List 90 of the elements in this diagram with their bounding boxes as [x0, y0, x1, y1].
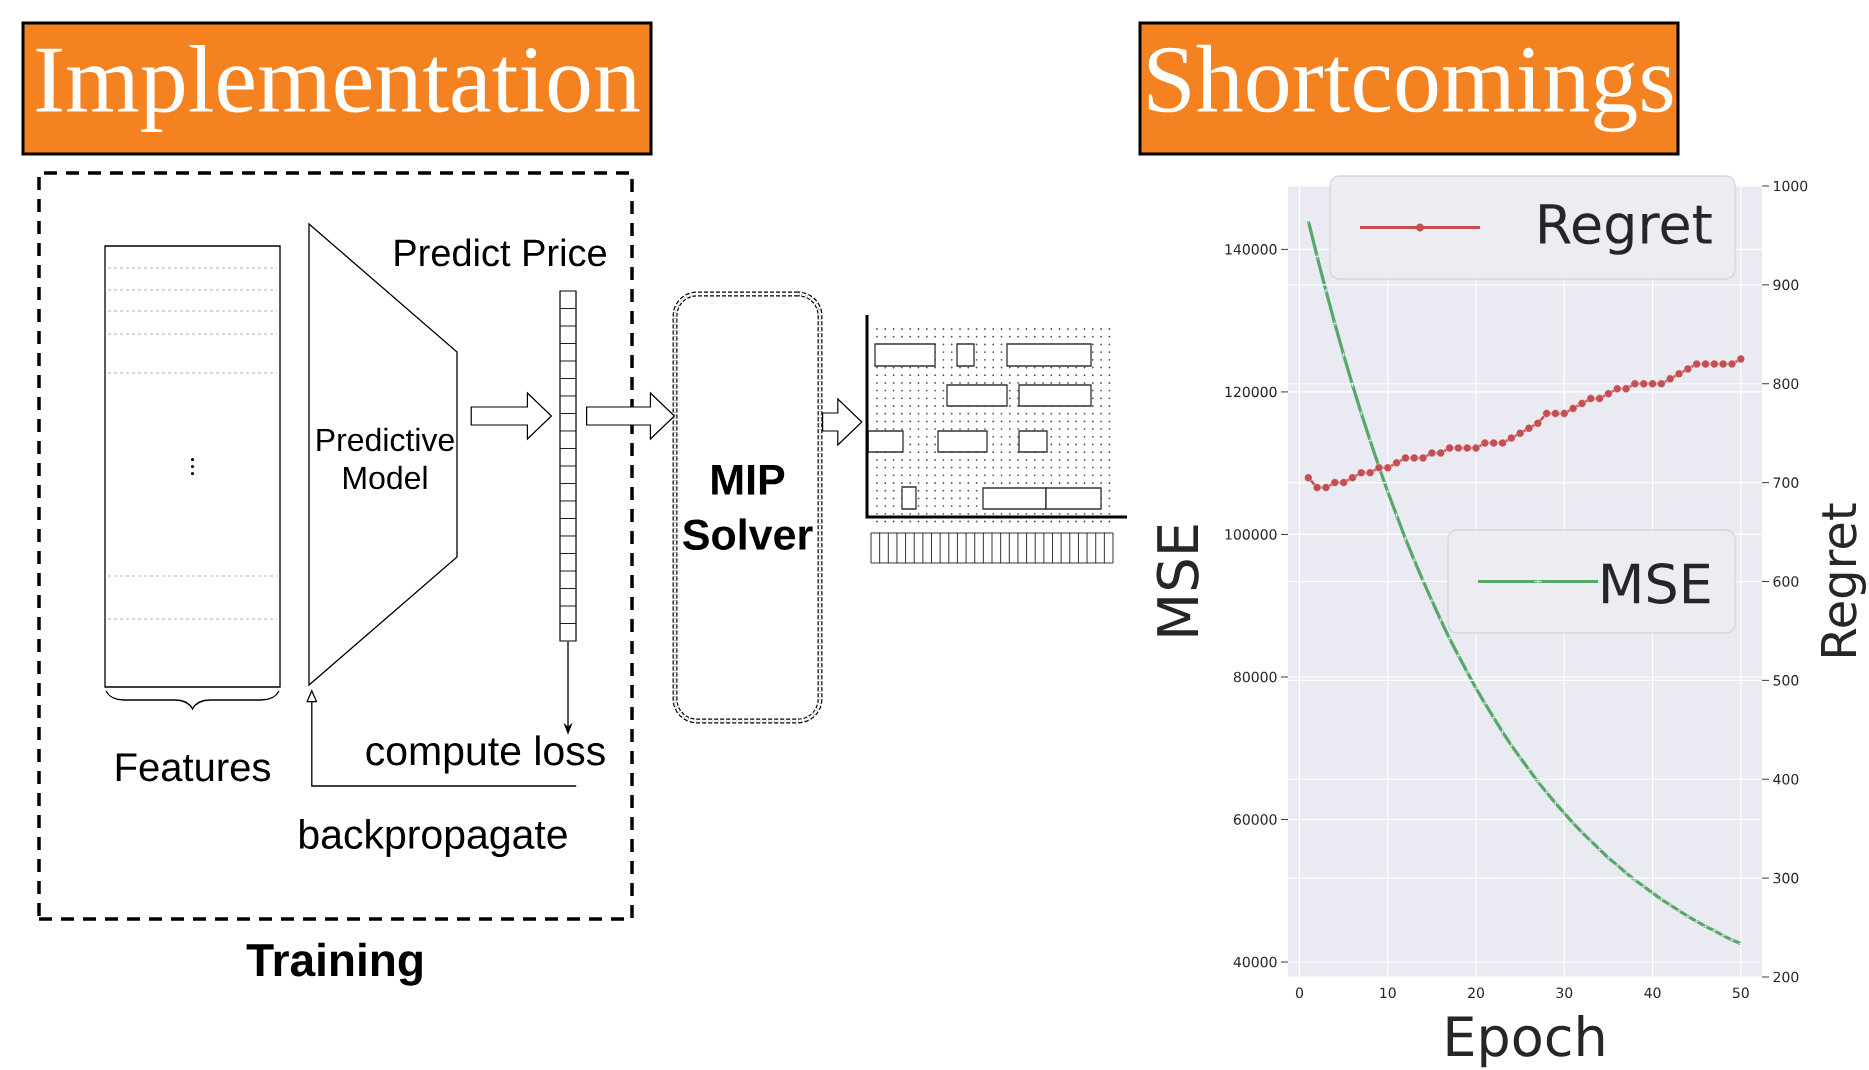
point — [1621, 384, 1631, 393]
legend-box: Regret — [1329, 175, 1736, 280]
x-tick-label: 40 — [1644, 987, 1661, 999]
y2-tick-label: 300 — [1773, 872, 1799, 884]
text-label: compute loss — [366, 735, 605, 774]
point — [1436, 448, 1445, 458]
point — [1533, 419, 1543, 428]
point — [1454, 443, 1463, 453]
feature-matrix: Features — [104, 245, 281, 782]
point — [1489, 438, 1498, 448]
axis-label: Regret — [1821, 503, 1866, 656]
point — [1595, 394, 1604, 403]
point — [1357, 468, 1366, 477]
y2-tick-label: 900 — [1773, 279, 1799, 291]
legend-box: MSE — [1447, 529, 1736, 634]
legend-label: MSE — [1603, 563, 1710, 604]
point — [1613, 384, 1622, 393]
x-tick-label: 10 — [1380, 987, 1396, 999]
point — [1542, 409, 1551, 418]
solver-box: MIP Solver — [672, 291, 823, 724]
axis-label: MSE — [1156, 525, 1199, 636]
point — [1427, 448, 1437, 458]
point — [1727, 359, 1737, 369]
point — [1560, 409, 1569, 418]
point — [1586, 394, 1596, 403]
heading-box: Shortcomings — [1138, 21, 1680, 156]
point — [1515, 428, 1525, 438]
y-tick-label: 100000 — [1225, 529, 1277, 540]
block-arrow — [822, 397, 863, 447]
y2-tick-label: 700 — [1773, 477, 1799, 488]
point — [1330, 478, 1340, 487]
y2-tick-label: 800 — [1773, 378, 1799, 390]
point — [1692, 359, 1701, 369]
heading-box: Implementation — [21, 21, 653, 156]
y-tick-label: 60000 — [1233, 814, 1277, 825]
y-tick-label: 140000 — [1225, 244, 1277, 255]
point — [1304, 473, 1313, 482]
point — [1568, 404, 1578, 413]
legend-label: Regret — [1540, 204, 1712, 255]
node-label: Features — [116, 753, 270, 782]
point — [1718, 359, 1728, 369]
y2-tick-label: 200 — [1773, 971, 1799, 983]
point — [1383, 463, 1393, 473]
point — [1462, 443, 1472, 453]
point — [1401, 453, 1410, 463]
y2-tick-label: 600 — [1773, 576, 1799, 587]
x-tick-label: 20 — [1468, 987, 1484, 999]
y-tick-label: 80000 — [1233, 671, 1277, 683]
block-arrow — [470, 391, 553, 441]
x-tick-label: 50 — [1733, 987, 1749, 999]
point — [1665, 374, 1675, 384]
y-tick-label: 40000 — [1233, 956, 1277, 968]
point — [1418, 453, 1428, 463]
point — [1321, 483, 1331, 492]
point — [1674, 369, 1684, 379]
node-label: Predict Price — [395, 238, 606, 267]
y2-tick-label: 500 — [1773, 675, 1799, 686]
y2-tick-label: 1000 — [1774, 180, 1808, 192]
x-tick-label: 0 — [1295, 987, 1304, 999]
axis-label: Epoch — [1447, 1014, 1604, 1068]
point — [1365, 468, 1375, 477]
point — [1348, 473, 1357, 482]
point — [1639, 379, 1648, 388]
point — [1471, 443, 1481, 453]
point — [1507, 433, 1516, 443]
point — [1701, 359, 1710, 369]
point — [1736, 354, 1746, 364]
point — [1604, 389, 1613, 398]
point — [1683, 364, 1693, 374]
block-arrow — [586, 391, 676, 441]
node-label: Training — [246, 942, 422, 986]
point — [1551, 409, 1560, 418]
point — [1445, 443, 1454, 453]
point — [1524, 423, 1534, 433]
point — [1710, 359, 1719, 369]
point — [1409, 453, 1419, 463]
point — [1339, 478, 1348, 487]
point — [1312, 483, 1322, 492]
point — [1498, 438, 1507, 448]
point — [1657, 379, 1666, 388]
x-tick-label: 30 — [1556, 987, 1573, 999]
point — [1577, 399, 1587, 408]
point — [1480, 438, 1490, 448]
point — [1630, 379, 1640, 388]
schedule-drawing — [865, 315, 1127, 564]
point — [1392, 458, 1401, 468]
y-tick-label: 120000 — [1225, 386, 1277, 398]
edge-label: backpropagate — [296, 817, 570, 859]
y2-tick-label: 400 — [1773, 773, 1799, 785]
point — [1648, 379, 1657, 388]
